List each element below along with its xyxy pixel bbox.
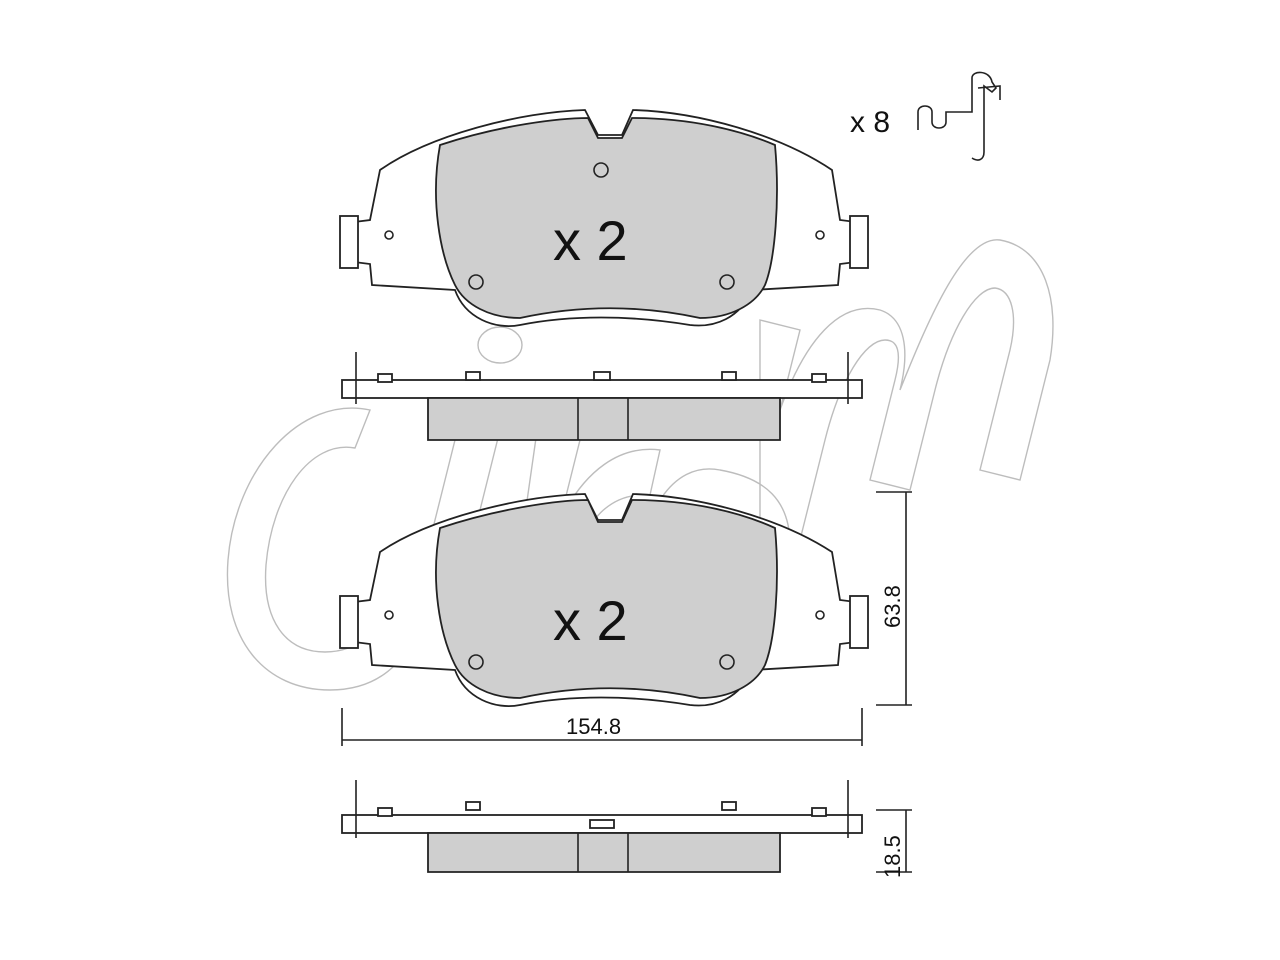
height-value: 63.8 [880,585,905,628]
pad-front-view-top: x 2 [339,109,869,327]
pad-front-view-bottom: x 2 [339,493,869,707]
dimension-thickness [876,809,912,873]
pad-quantity-top: x 2 [553,209,628,272]
dimension-width [341,708,863,746]
pad-side-view-top [341,352,863,441]
thickness-value: 18.5 [880,835,905,878]
dimension-height [876,491,912,706]
pad-side-view-bottom [341,780,863,873]
clip-quantity: x 8 [850,106,890,139]
width-value: 154.8 [566,714,621,739]
clip-icon [917,71,1001,161]
pad-quantity-bottom: x 2 [553,589,628,652]
